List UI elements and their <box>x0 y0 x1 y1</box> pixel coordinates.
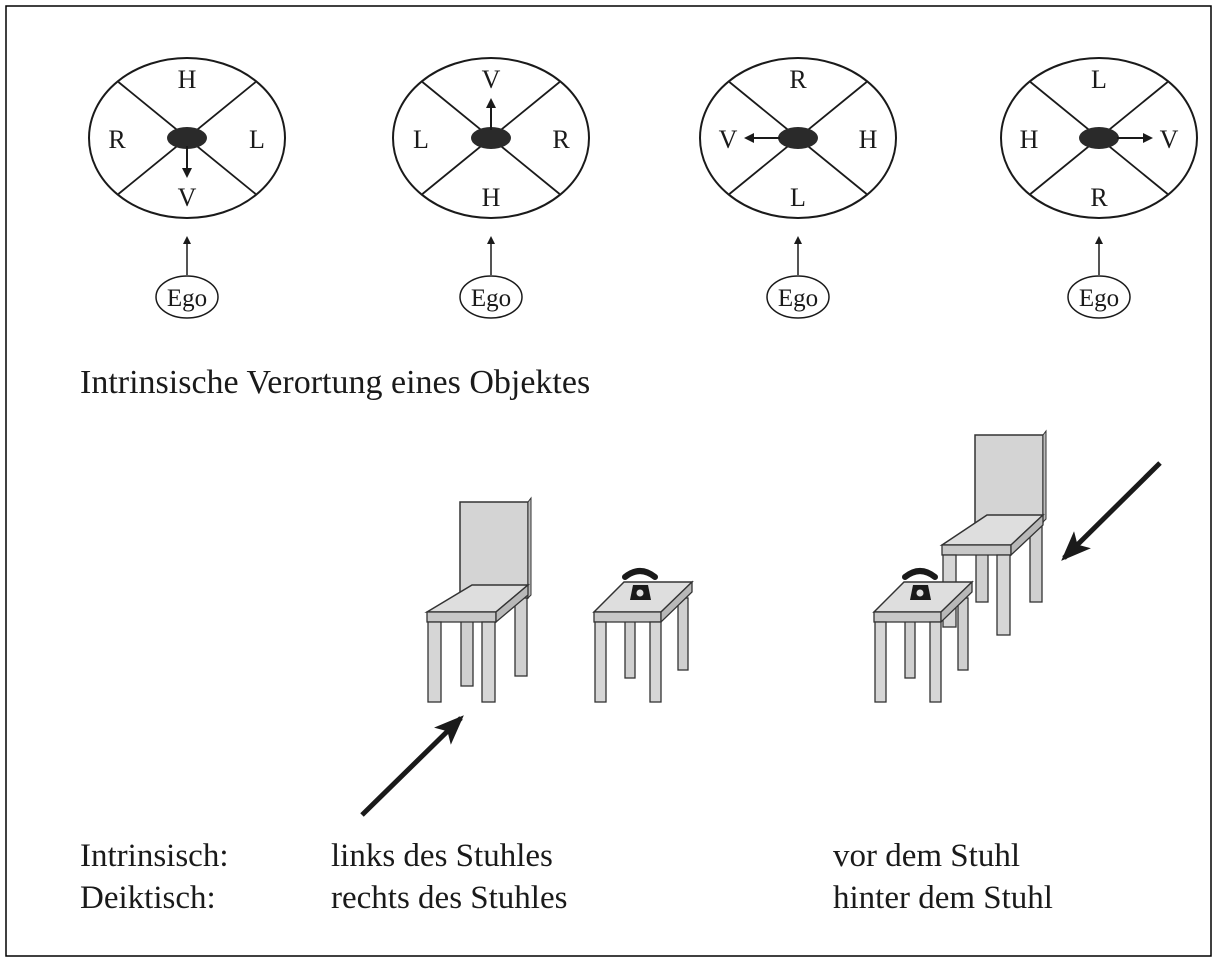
heading: Intrinsische Verortung eines Objektes <box>80 364 591 401</box>
ego-circle <box>766 275 830 319</box>
located-object <box>167 127 207 149</box>
sector-label-left: L <box>413 125 429 154</box>
orientation-diagrams: H V R L Ego V H L R Ego R L V H Ego L R H V Ego <box>88 57 1198 319</box>
ego-circle <box>155 275 219 319</box>
sector-label-top: L <box>1091 65 1107 94</box>
sector-label-left: V <box>719 125 738 154</box>
ego-label: Ego <box>1079 285 1119 312</box>
scene-left-intrinsic: links des Stuhles <box>331 838 553 874</box>
viewpoint-arrow-left <box>360 715 464 817</box>
sector-label-top: H <box>178 65 197 94</box>
sector-label-bottom: R <box>1090 183 1108 212</box>
sector-label-right: H <box>859 125 878 154</box>
located-object <box>778 127 818 149</box>
sector-label-bottom: L <box>790 183 806 212</box>
orientation-circle <box>699 57 897 219</box>
sector-label-top: V <box>482 65 501 94</box>
telephone-left <box>622 568 658 600</box>
orientation-diagram-3: R L V H Ego <box>699 57 897 319</box>
viewpoint-arrow-right <box>1061 461 1162 561</box>
sector-label-right: R <box>552 125 570 154</box>
ego-circle <box>459 275 523 319</box>
orientation-diagram-2: V H L R Ego <box>392 57 590 319</box>
orientation-circle <box>88 57 286 219</box>
label-deictic: Deiktisch: <box>80 880 216 916</box>
sector-label-top: R <box>789 65 807 94</box>
scene-table-in-front-of-chair <box>872 429 1162 703</box>
sector-label-bottom: H <box>482 183 501 212</box>
ego-circle <box>1067 275 1131 319</box>
orientation-diagram-1: H V R L Ego <box>88 57 286 319</box>
chair-left <box>424 496 532 703</box>
orientation-circle <box>392 57 590 219</box>
scene-right-deictic: hinter dem Stuhl <box>833 880 1053 916</box>
ego-label: Ego <box>471 285 511 312</box>
sector-label-left: H <box>1020 125 1039 154</box>
figure-frame <box>5 5 1212 957</box>
located-object <box>1079 127 1119 149</box>
label-intrinsic: Intrinsisch: <box>80 838 229 874</box>
chair-right <box>939 429 1047 636</box>
sector-label-right: V <box>1160 125 1179 154</box>
located-object <box>471 127 511 149</box>
phone-table-left <box>592 580 694 703</box>
sector-label-left: R <box>108 125 126 154</box>
telephone-right <box>902 568 938 600</box>
orientation-diagram-4: L R H V Ego <box>1000 57 1198 319</box>
ego-label: Ego <box>778 285 818 312</box>
sector-label-bottom: V <box>178 183 197 212</box>
scene-left-deictic: rechts des Stuhles <box>331 880 568 916</box>
orientation-circle <box>1000 57 1198 219</box>
scene-right-intrinsic: vor dem Stuhl <box>833 838 1020 874</box>
scene-chair-beside-table <box>360 496 694 817</box>
sector-label-right: L <box>249 125 265 154</box>
ego-label: Ego <box>167 285 207 312</box>
